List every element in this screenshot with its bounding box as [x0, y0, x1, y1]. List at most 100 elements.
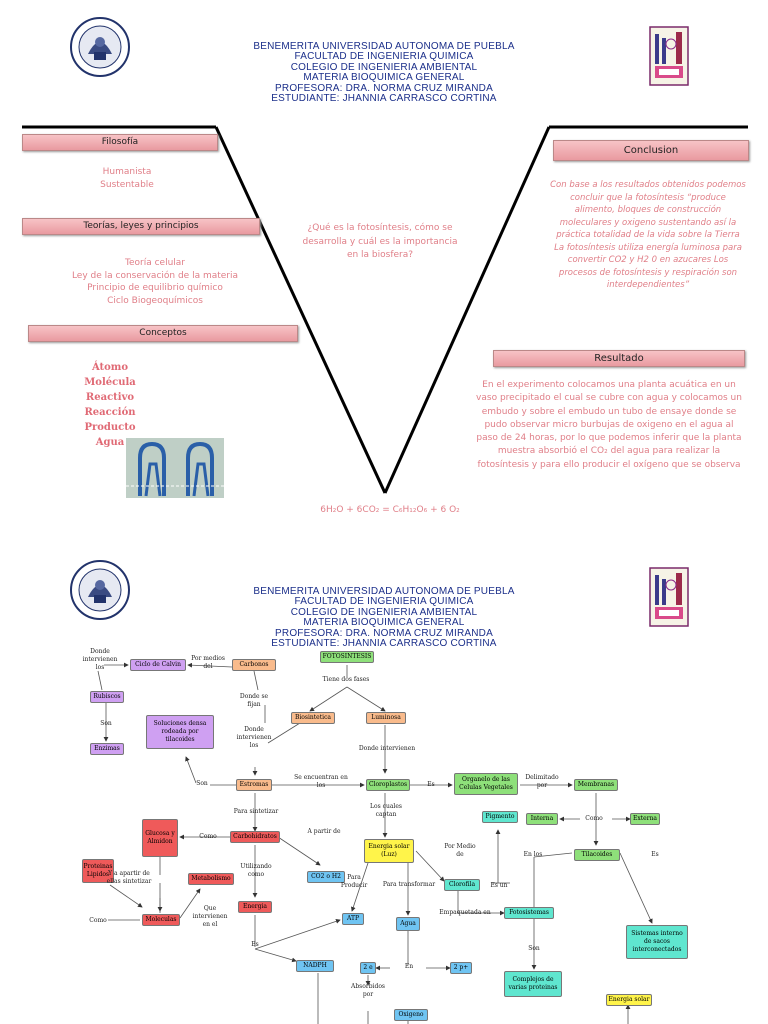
resultado-text: En el experimento colocamos una planta a… [476, 380, 742, 470]
label-donde-intervienen-los-2: Donde intervienen los [236, 726, 272, 749]
node-moleculas: Moleculas [142, 914, 180, 926]
node-clorofila: Clorofila [444, 879, 480, 891]
header-line: FACULTAD DE INGENIERIA QUIMICA [294, 51, 474, 63]
label-son-2: Son [196, 780, 208, 787]
node-glucosa: Glucosa y Almidon [142, 819, 178, 857]
university-seal-logo [68, 16, 132, 78]
node-fotosistemas: Fotosistemas [504, 907, 554, 919]
concepto-item: Átomo [91, 362, 129, 373]
node-pigmento: Pigmento [482, 811, 518, 823]
label-como-3: Como [89, 917, 107, 924]
filosofia-item: Humanista [102, 167, 152, 177]
node-externa: Externa [630, 813, 660, 825]
node-fotosintesis: FOTOSINTESIS [320, 651, 374, 663]
header-line: PROFESORA: DRA. NORMA CRUZ MIRANDA [275, 82, 493, 94]
teorias-title: Teorías, leyes y principios [22, 218, 260, 235]
concept-map-connectors [97, 662, 653, 1024]
node-energia: Energia [238, 901, 272, 913]
chemistry-faculty-logo [649, 567, 689, 627]
university-seal-logo [68, 559, 132, 621]
node-soluciones: Soluciones densa rodeada por tilacoides [146, 715, 214, 749]
node-carbohidratos: Carbohidratos [230, 831, 280, 843]
filosofia-item: Sustentable [100, 180, 154, 190]
node-membranas: Membranas [574, 779, 618, 791]
label-que-intervienen: Que intervienen en el [192, 905, 228, 928]
conceptos-title: Conceptos [28, 325, 298, 342]
concepto-item: Producto [84, 422, 136, 433]
experiment-photo [126, 438, 224, 498]
node-energia-luz: Energia solar (Luz) [364, 839, 414, 863]
label-y-a-partir: Y a apartir de ellas sintetizar [106, 870, 152, 885]
label-para-sintetizar: Para sintetizar [233, 808, 279, 815]
node-interna: Interna [526, 813, 558, 825]
node-nadph: NADPH [296, 960, 334, 972]
node-ciclo-calvin: Ciclo de Calvin [130, 659, 186, 671]
label-los-cuales-captan: Los cuales captan [370, 803, 402, 818]
teorias-items: Teoría celular Ley de la conservación de… [40, 257, 270, 307]
label-para-producir: Para Producir [340, 874, 368, 889]
node-energia-solar: Energia solar [606, 994, 652, 1006]
concepto-item: Molécula [84, 377, 136, 388]
node-atp: ATP [342, 913, 364, 925]
label-delimitado-por: Delimitado por [525, 774, 559, 789]
label-en-los: En los [523, 851, 543, 858]
header-line: COLEGIO DE INGENIERIA AMBIENTAL [290, 606, 478, 618]
node-rubiscos: Rubiscos [90, 691, 124, 703]
chemistry-faculty-logo [649, 26, 689, 86]
label-es: Es [427, 781, 435, 788]
label-tiene-dos-fases: Tiene dos fases [322, 676, 370, 683]
node-luminosa: Luminosa [366, 712, 406, 724]
institution-header: BENEMERITA UNIVERSIDAD AUTONOMA DE PUEBL… [200, 41, 568, 105]
label-como: Como [199, 833, 217, 840]
header-line: ESTUDIANTE: JHANNIA CARRASCO CORTINA [271, 638, 497, 650]
conclusion-title: Conclusion [553, 140, 749, 161]
node-cloroplastos: Cloroplastos [366, 779, 410, 791]
header-line: MATERIA BIOQUIMICA GENERAL [303, 617, 465, 629]
concepto-item: Reacción [84, 407, 136, 418]
node-complejos: Complejos de varias proteinas [504, 971, 562, 997]
node-estromas: Estromas [236, 779, 272, 791]
node-oxigeno: Oxigeno [394, 1009, 428, 1021]
teoria-item: Teoría celular [125, 258, 185, 268]
concepto-item: Agua [95, 437, 125, 448]
header-line: PROFESORA: DRA. NORMA CRUZ MIRANDA [275, 627, 493, 639]
node-tilacoides: Tilacoides [574, 849, 620, 861]
teoria-item: Ciclo Biogeoquímicos [107, 295, 203, 306]
institution-header: BENEMERITA UNIVERSIDAD AUTONOMA DE PUEBL… [200, 586, 568, 650]
label-para-transformar: Para transformar [382, 881, 436, 888]
node-co2: CO2 o H2 [307, 871, 345, 883]
header-line: BENEMERITA UNIVERSIDAD AUTONOMA DE PUEBL… [253, 41, 515, 52]
resultado-title: Resultado [493, 350, 745, 367]
label-en: En [404, 963, 414, 970]
label-donde-se-fijan: Donde se fijan [239, 693, 269, 708]
node-sistemas: Sistemas interno de sacos interconectado… [626, 925, 688, 959]
label-donde-intervienen-los: Donde intervienen los [82, 648, 118, 671]
conceptos-items: Átomo Molécula Reactivo Reacción Product… [70, 360, 150, 450]
label-por-medios-del: Por medios del [191, 655, 225, 670]
v-diagram-lines [22, 125, 748, 494]
label-son-3: Son [528, 945, 540, 952]
node-metabolismo: Metabolismo [188, 873, 234, 885]
teoria-item: Ley de la conservación de la materia [71, 270, 239, 281]
node-carbonos: Carbonos [232, 659, 276, 671]
label-por-medio-de: Por Medio de [444, 843, 476, 858]
label-como-2: Como [585, 815, 603, 822]
node-2e: 2 e [360, 962, 376, 974]
label-empaquetada-en: Empaquetada en [439, 909, 491, 916]
label-a-partir-de: A partir de [307, 828, 341, 835]
node-biosintetica: Biosintetica [291, 712, 335, 724]
node-organelo: Organelo de las Celulas Vegetales [454, 773, 518, 795]
label-es-3: Es [251, 941, 259, 948]
header-line: ESTUDIANTE: JHANNIA CARRASCO CORTINA [271, 93, 497, 105]
label-utilizando-como: Utilizando como [240, 863, 272, 878]
header-line: BENEMERITA UNIVERSIDAD AUTONOMA DE PUEBL… [253, 586, 515, 597]
label-absorbidos-por: Absorbidos por [350, 983, 386, 998]
teoria-item: Principio de equilibrio químico [87, 283, 223, 293]
filosofia-title: Filosofía [22, 134, 218, 151]
header-line: MATERIA BIOQUIMICA GENERAL [303, 72, 465, 84]
photosynthesis-equation: 6H₂O + 6CO₂ = C₆H₁₂O₆ + 6 O₂ [320, 505, 460, 515]
label-se-encuentran: Se encuentran en los [294, 774, 348, 789]
label-son: Son [100, 720, 112, 727]
label-donde-intervienen: Donde intervienen [358, 745, 416, 752]
concepto-item: Reactivo [85, 392, 135, 403]
